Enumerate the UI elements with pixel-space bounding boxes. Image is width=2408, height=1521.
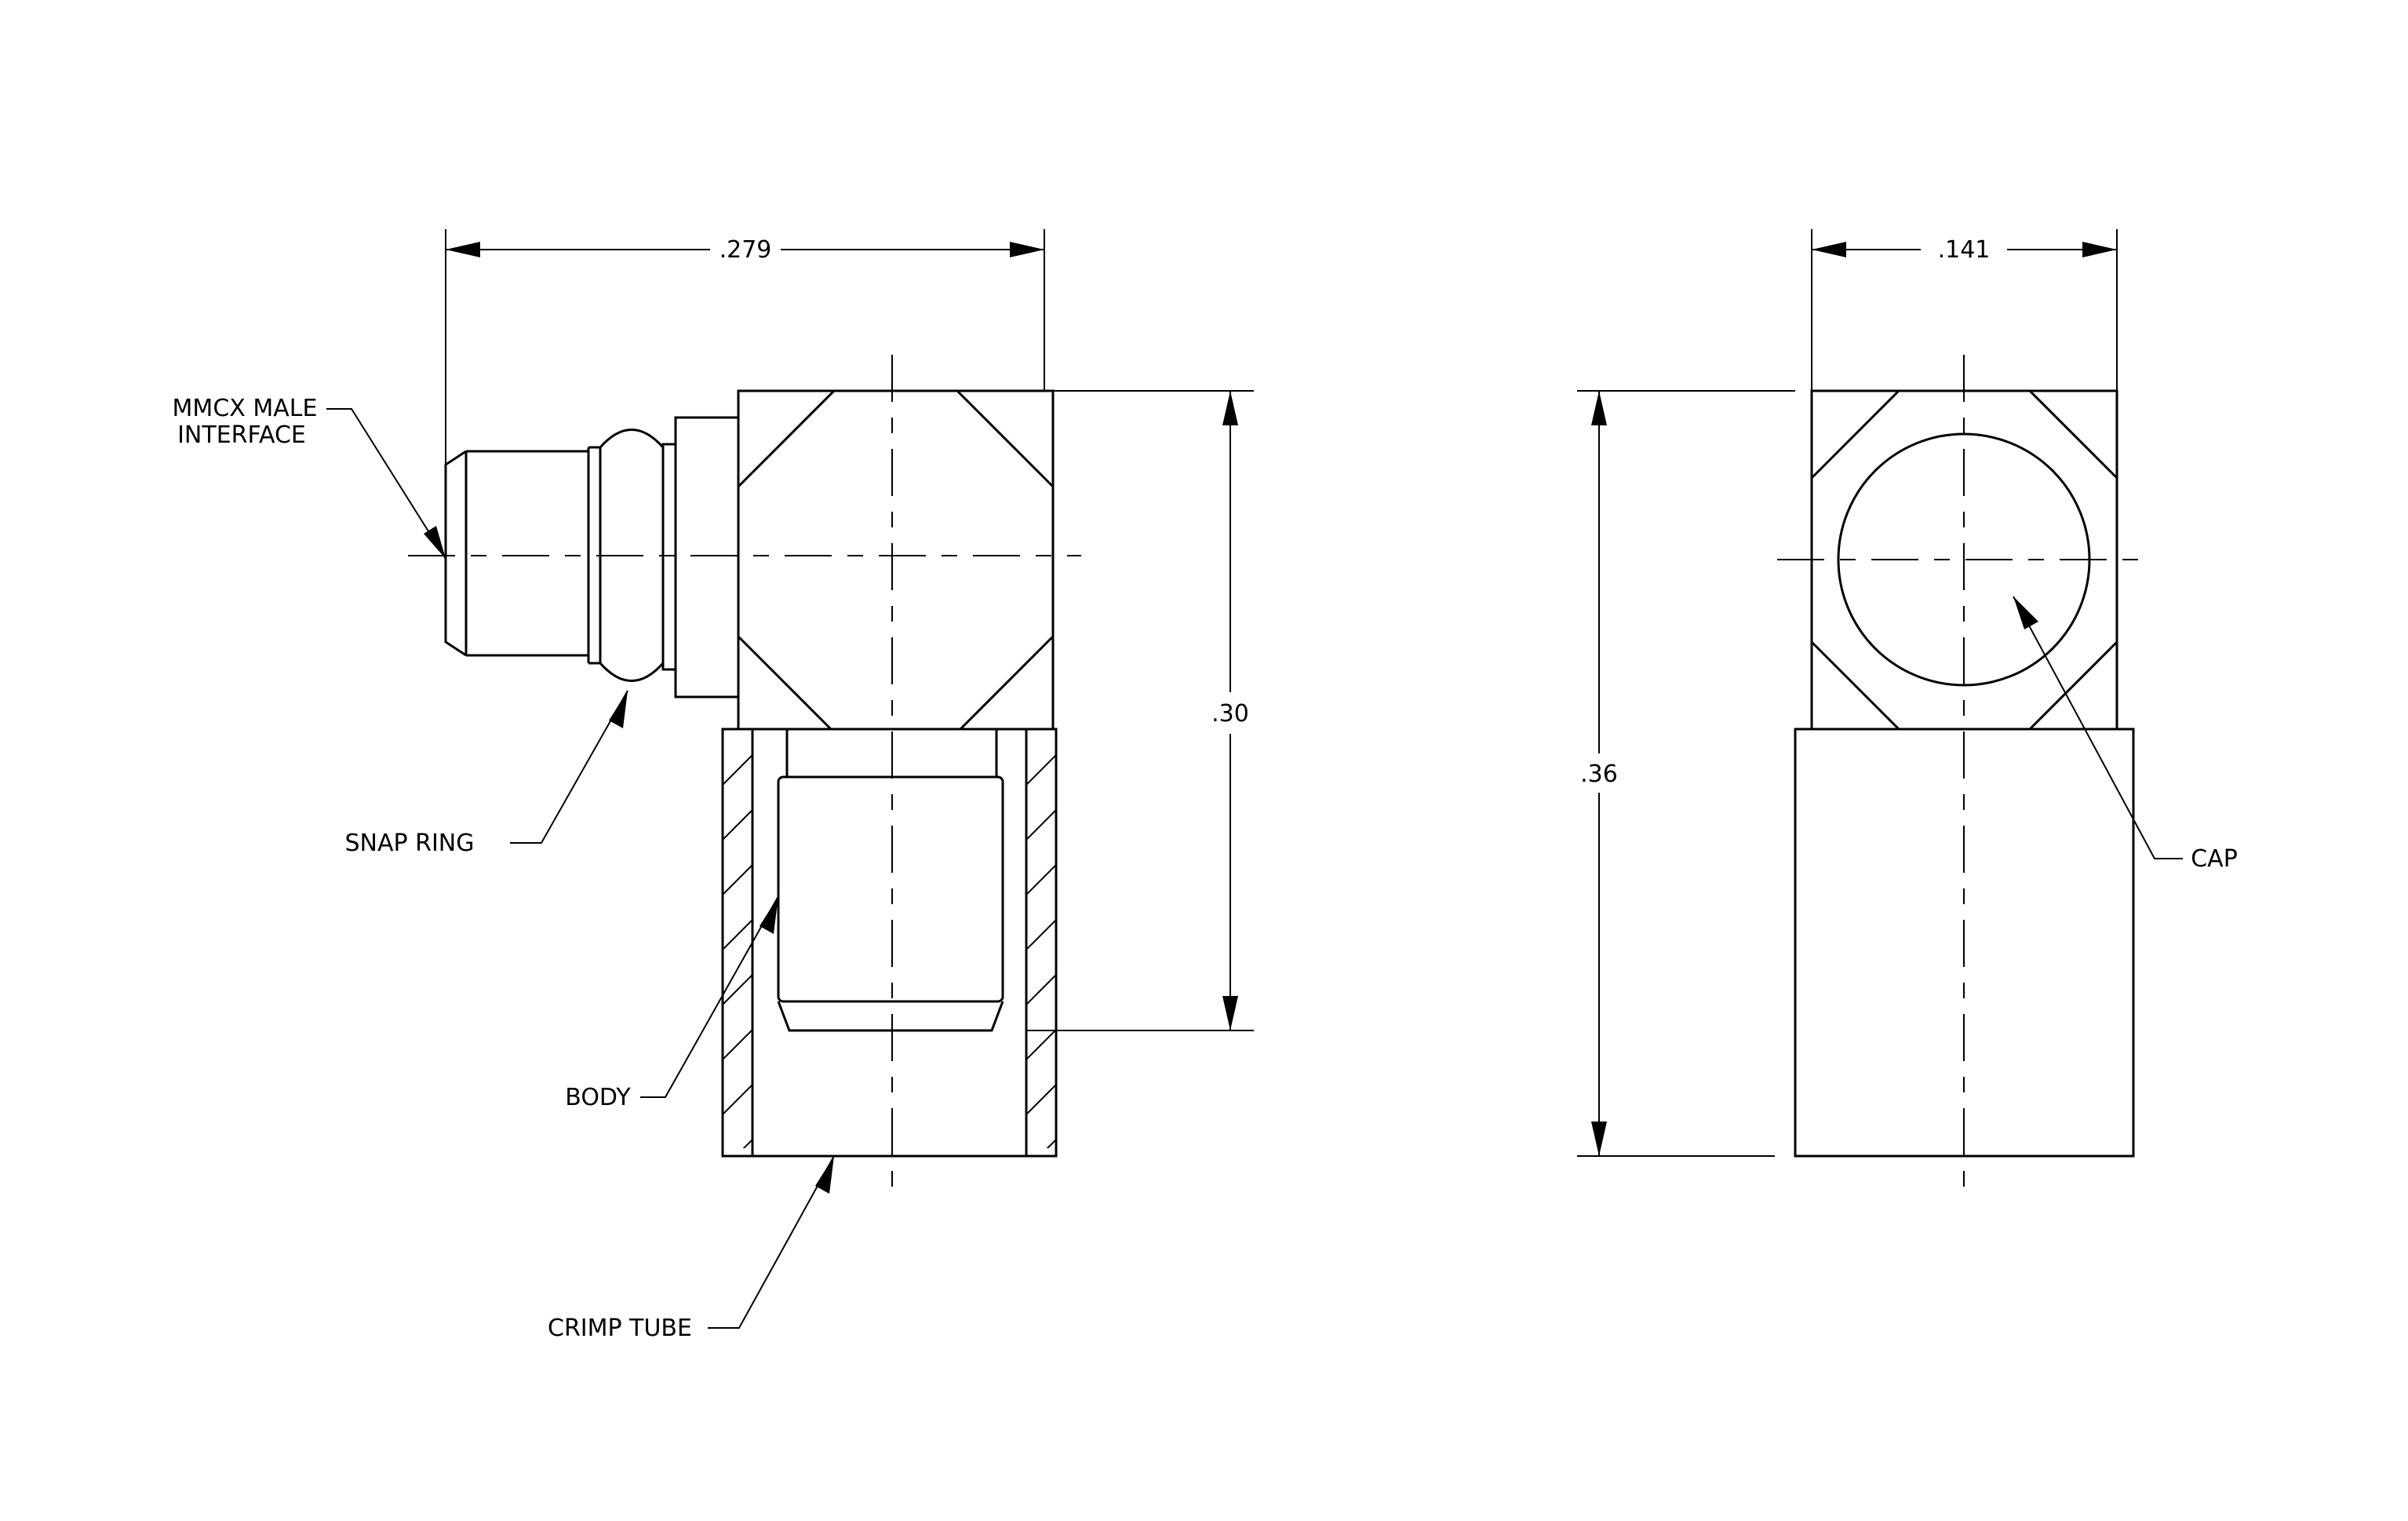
dim-141-label: .141 (1938, 236, 1991, 264)
mmcx-interface-part (444, 450, 590, 657)
flange (661, 443, 677, 671)
callout-cap: CAP (2013, 596, 2238, 873)
dimension-width-side: .279 (445, 229, 1045, 465)
dimension-height-side: .30 (1026, 390, 1254, 1031)
mmcx-label-line2: INTERFACE (177, 421, 306, 449)
crimp-tube-part (721, 728, 1058, 1158)
crimp-tube-end (1794, 728, 2135, 1158)
end-view: .141 .36 CAP (1577, 229, 2238, 1193)
head-block (737, 389, 1055, 731)
dim-36-label: .36 (1580, 760, 1618, 788)
dimension-width-end: .141 (1811, 229, 2118, 391)
side-view: .279 .30 MMCX MALE INTERFACE SNAP RING (173, 229, 1254, 1342)
cap-label: CAP (2191, 845, 2238, 873)
body-part (777, 729, 1004, 1032)
crimp-tube-label: CRIMP TUBE (548, 1315, 692, 1342)
body-label: BODY (565, 1084, 631, 1111)
mmcx-label-line1: MMCX MALE (173, 395, 318, 422)
snap-ring-label: SNAP RING (344, 830, 474, 857)
callout-snap-ring: SNAP RING (344, 690, 628, 857)
dim-279-label: .279 (719, 236, 772, 264)
callout-crimp-tube: CRIMP TUBE (548, 1155, 835, 1342)
flange-collar (674, 416, 740, 698)
dimension-height-end: .36 (1577, 390, 1795, 1157)
dim-30-label: .30 (1211, 700, 1249, 728)
callout-mmcx-interface: MMCX MALE INTERFACE (173, 395, 446, 560)
callout-body: BODY (565, 895, 779, 1111)
